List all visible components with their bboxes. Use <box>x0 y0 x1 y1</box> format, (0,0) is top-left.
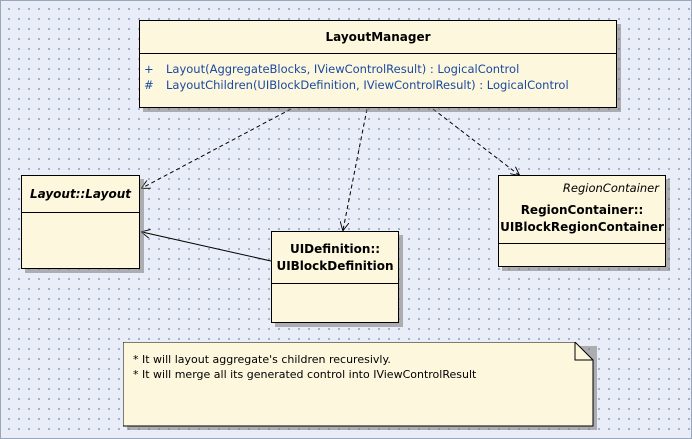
note-line-1: * It will layout aggregate's children re… <box>133 353 391 366</box>
note-line-2: * It will merge all its generated contro… <box>133 368 477 381</box>
dependency-to-layout <box>142 108 292 188</box>
operation-signature: Layout(AggregateBlocks, IViewControlResu… <box>166 62 520 76</box>
visibility-public: + <box>144 62 154 76</box>
operation-layout[interactable]: + Layout(AggregateBlocks, IViewControlRes… <box>140 61 616 77</box>
stereotype-label: RegionContainer <box>562 181 659 195</box>
dependency-to-regioncontainer <box>432 108 519 175</box>
name-line-1: UIDefinition:: <box>289 242 381 256</box>
operation-signature: LayoutChildren(UIBlockDefinition, IViewC… <box>166 78 569 92</box>
association-uiblockdefinition-to-layout <box>142 232 272 262</box>
note[interactable]: * It will layout aggregate's children re… <box>123 342 597 430</box>
dependency-to-uiblockdefinition <box>343 108 368 230</box>
visibility-protected: # <box>144 78 154 92</box>
class-layout[interactable]: Layout::Layout <box>21 175 140 269</box>
name-line-2: UIBlockRegionContainer <box>500 220 664 234</box>
name-line-2: UIBlockDefinition <box>276 259 394 273</box>
operations-compartment: + Layout(AggregateBlocks, IViewControlRes… <box>140 54 616 93</box>
class-layout-manager-name: LayoutManager <box>140 21 616 54</box>
class-layout-name: Layout::Layout <box>22 176 139 213</box>
note-shape <box>123 342 597 430</box>
class-region-container-header: RegionContainer RegionContainer:: UIBloc… <box>499 176 665 244</box>
class-layout-manager[interactable]: LayoutManager + Layout(AggregateBlocks, I… <box>139 20 617 108</box>
class-ui-block-definition[interactable]: UIDefinition:: UIBlockDefinition <box>271 231 399 323</box>
class-ui-block-definition-name: UIDefinition:: UIBlockDefinition <box>272 232 398 284</box>
name-line-1: RegionContainer:: <box>520 203 644 217</box>
class-region-container[interactable]: RegionContainer RegionContainer:: UIBloc… <box>498 175 666 267</box>
note-text: * It will layout aggregate's children re… <box>133 352 476 382</box>
operation-layout-children[interactable]: # LayoutChildren(UIBlockDefinition, IView… <box>140 77 616 93</box>
